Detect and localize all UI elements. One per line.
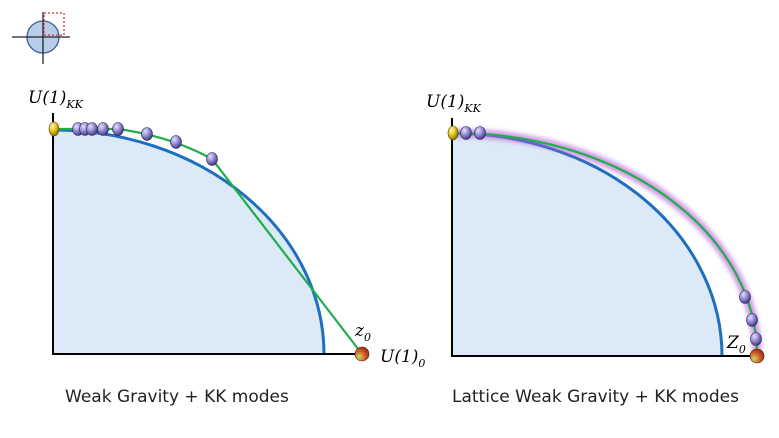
kk-mode-ball	[112, 122, 124, 136]
left-y-axis-label: U(1)KK	[28, 88, 84, 111]
left-yellow-ball	[48, 121, 60, 137]
kk-mode-ball	[750, 332, 762, 346]
right-y-axis-label: U(1)KK	[426, 92, 482, 115]
kk-mode-ball	[206, 152, 218, 166]
right-diagram: U(1)KK Z0 Lattice Weak Gravity + KK mode…	[426, 92, 765, 407]
right-green-path	[453, 131, 759, 356]
right-z0-ball	[749, 348, 765, 364]
kk-mode-ball	[460, 126, 472, 140]
left-caption: Weak Gravity + KK modes	[65, 387, 289, 407]
right-yellow-ball	[447, 125, 459, 141]
kk-mode-ball	[739, 290, 751, 304]
right-z0-label: Z0	[726, 333, 746, 356]
left-allowed-region	[53, 130, 324, 354]
kk-mode-ball	[86, 122, 98, 136]
kk-mode-ball	[141, 127, 153, 141]
left-z0-label: z0	[354, 321, 371, 344]
right-caption: Lattice Weak Gravity + KK modes	[452, 387, 739, 407]
left-boundary-curve	[52, 128, 326, 355]
left-x-axis-label: U(1)0	[380, 347, 425, 370]
kk-mode-ball	[474, 126, 486, 140]
kk-mode-ball	[746, 313, 758, 327]
kk-mode-ball	[170, 135, 182, 149]
right-allowed-region	[452, 133, 722, 356]
left-diagram: U(1)KK z0 U(1)0 Weak Gravity + KK modes	[28, 88, 425, 407]
kk-mode-ball	[97, 122, 109, 136]
left-z0-ball	[354, 346, 370, 362]
crosshair-globe-icon	[12, 12, 70, 64]
